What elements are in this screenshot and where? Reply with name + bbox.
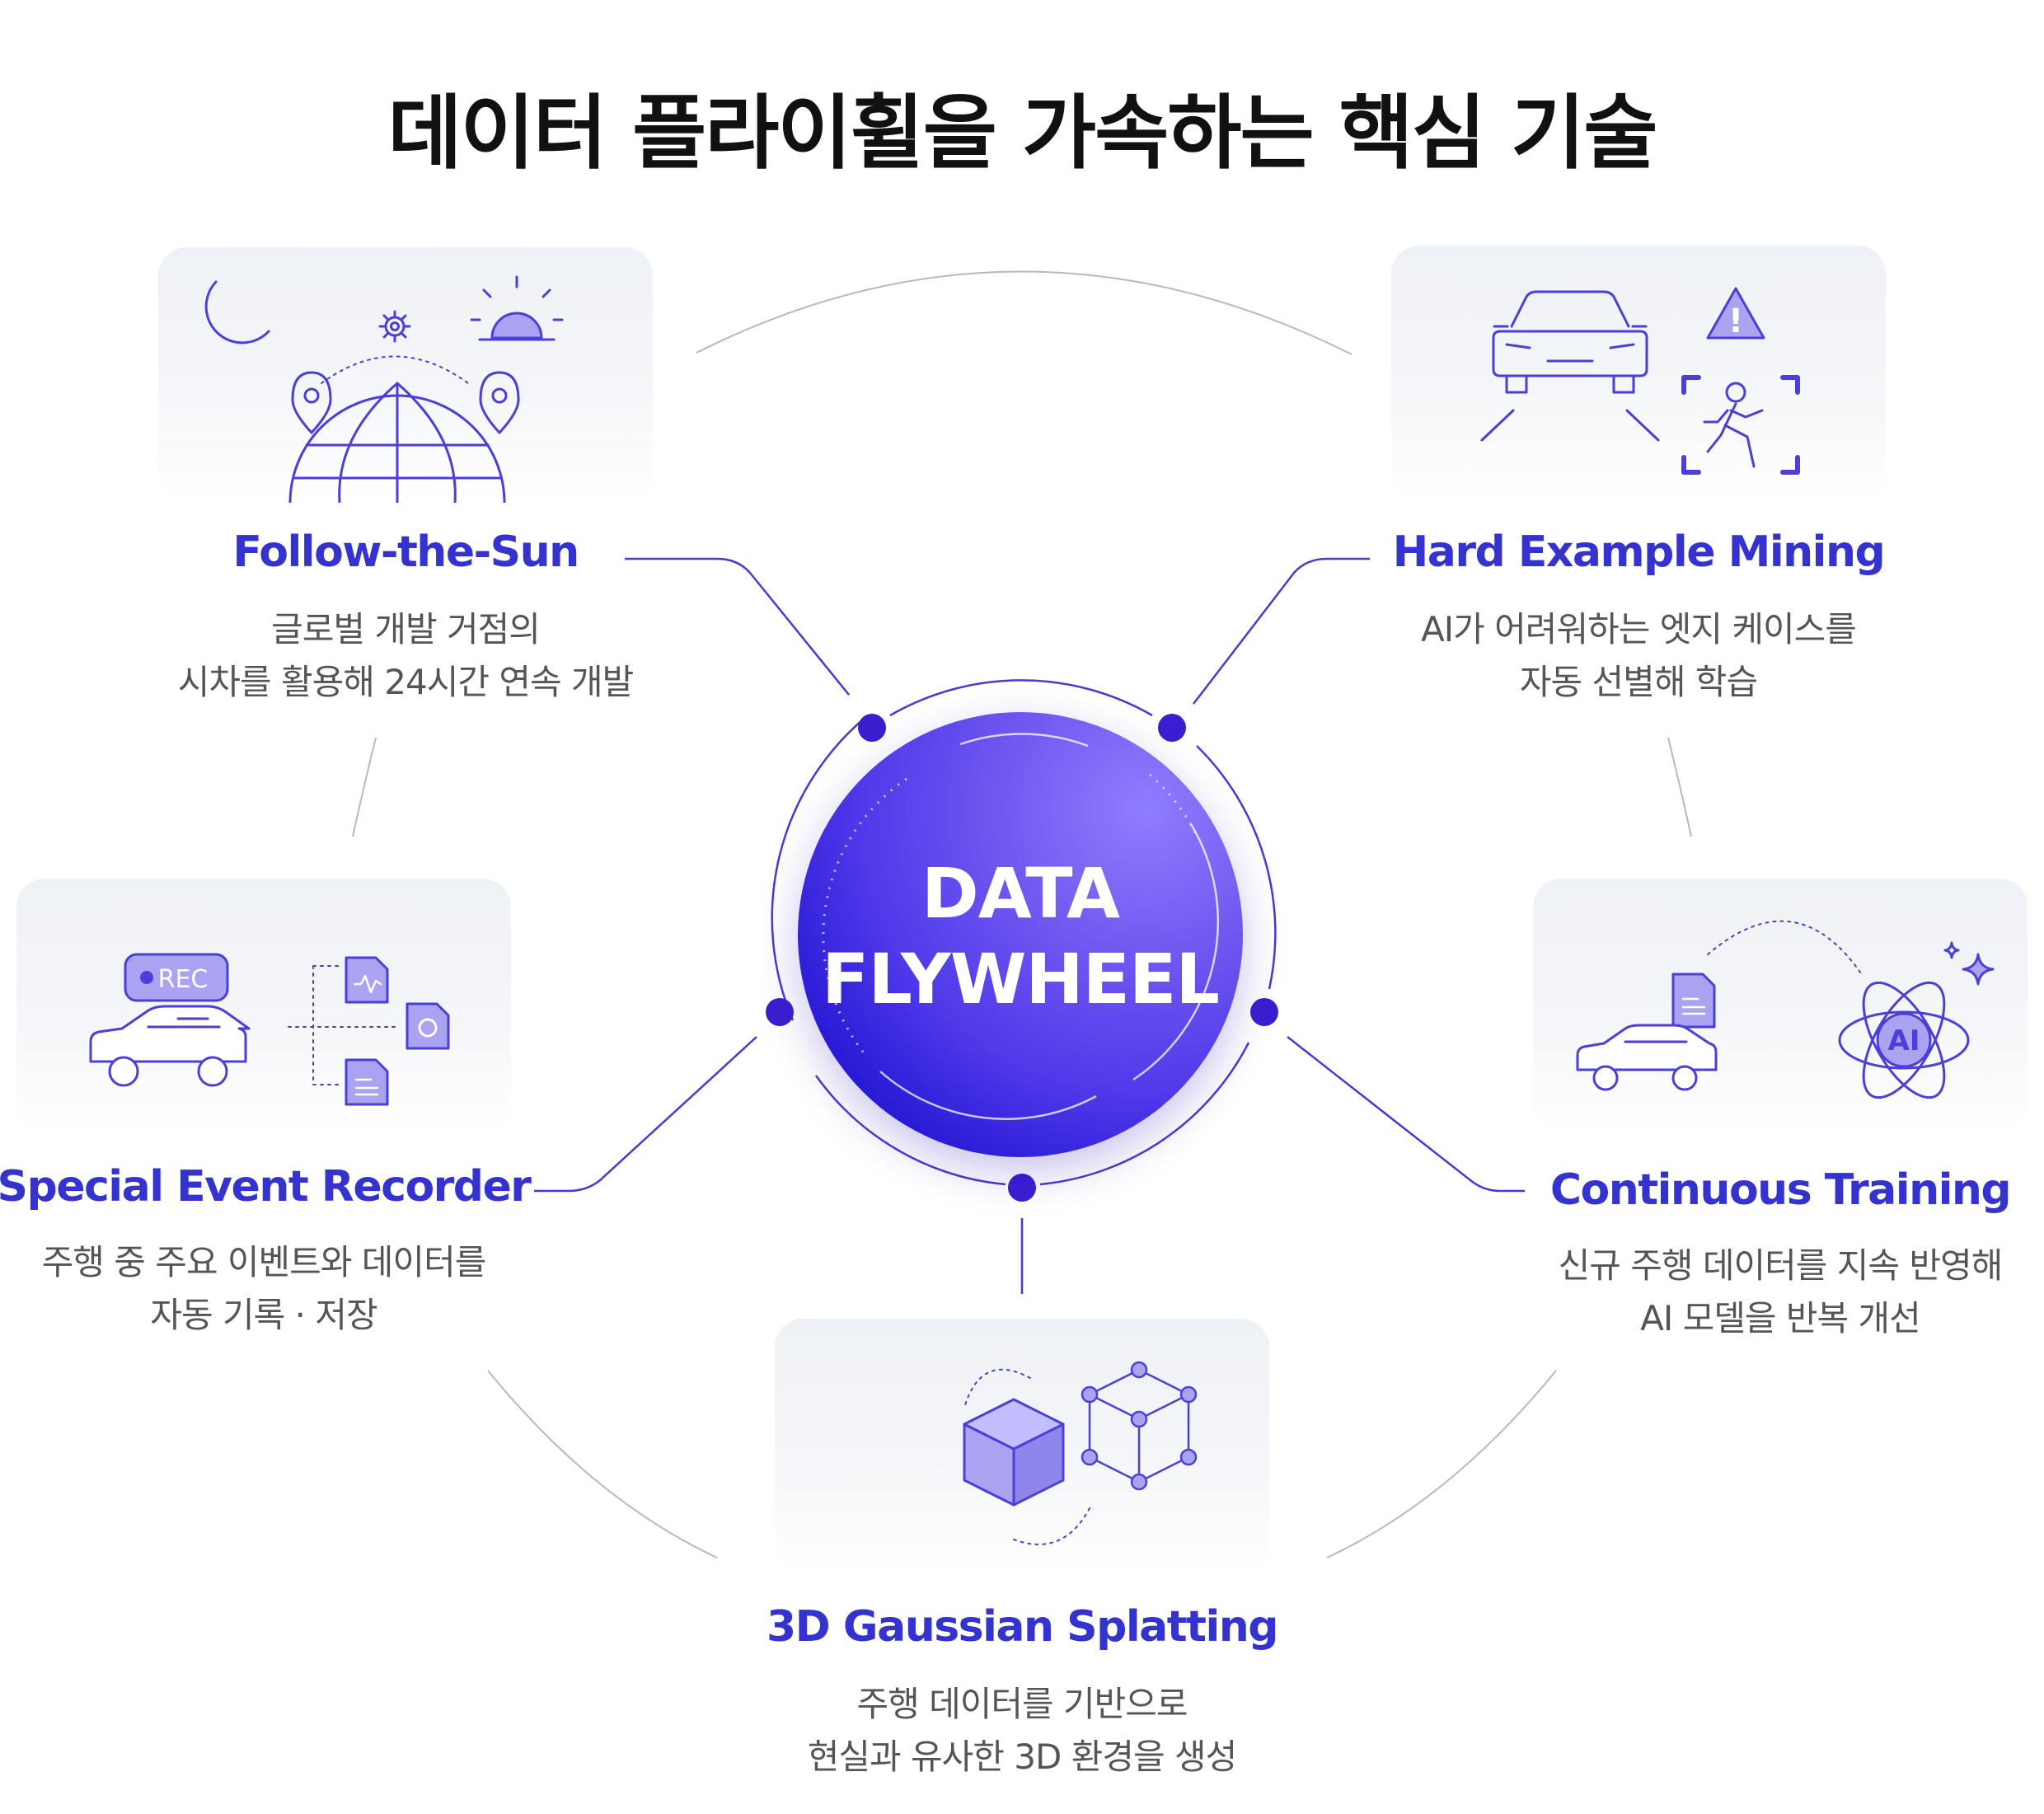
hub-inner-arc-bottom <box>879 1071 1097 1120</box>
hard-example-mining-desc-line1: AI가 어려워하는 엣지 케이스를 <box>1421 609 1857 649</box>
hub-dot-right <box>1250 998 1278 1026</box>
continuous-training-label: Continuous Training <box>1549 1165 2012 1215</box>
data-branch-lines <box>288 965 396 1085</box>
rec-badge-icon: REC <box>124 953 229 1002</box>
outer-ring-arc-top <box>696 270 1353 355</box>
hub-title-line1: DATA <box>921 853 1120 934</box>
hub-inner-dotted-top-right <box>1149 773 1197 833</box>
continuous-training-card: AI <box>1533 879 2028 1134</box>
document-file-icon <box>345 1058 389 1106</box>
rec-label: REC <box>158 965 209 994</box>
gaussian-splatting-description: 주행 데이터를 기반으로 현실과 유사한 3D 환경을 생성 <box>734 1678 1310 1784</box>
hub-title-line2: FLYWHEEL <box>822 939 1220 1019</box>
connector-continuous-training <box>1287 1036 1525 1193</box>
outer-ring-arc-left <box>352 737 377 837</box>
hub-inner-arc-top <box>959 733 1089 748</box>
sparkle-icon <box>1943 941 1995 986</box>
image-file-icon <box>406 1002 450 1050</box>
hub-inner-arc-right <box>1132 823 1220 1081</box>
follow-the-sun-card <box>158 247 653 503</box>
wireframe-cube-icon <box>1081 1361 1198 1491</box>
hub-dot-top-right <box>1158 714 1186 742</box>
special-event-recorder-label: Special Event Recorder <box>0 1162 532 1212</box>
hub-inner-dotted-left <box>822 777 907 1056</box>
solid-cube-icon <box>963 1398 1065 1507</box>
hub-dot-bottom <box>1008 1174 1036 1202</box>
continuous-training-desc-line1: 신규 주행 데이터를 지속 반영해 <box>1558 1245 2004 1286</box>
follow-the-sun-desc-line1: 글로벌 개발 거점의 <box>271 609 541 649</box>
ai-label: AI <box>1888 1024 1920 1057</box>
connector-special-event-recorder <box>534 1036 757 1193</box>
gaussian-splatting-label: 3D Gaussian Splatting <box>766 1602 1279 1652</box>
hard-example-mining-card: ! <box>1391 246 1886 501</box>
moon-icon <box>204 280 270 345</box>
page-title: 데이터 플라이휠을 가속하는 핵심 기술 <box>387 87 1657 180</box>
outer-ring-arc-bottom-left <box>487 1370 718 1559</box>
pedestrian-detection-icon <box>1681 375 1800 475</box>
update-arc <box>1707 920 1864 977</box>
gaussian-splatting-desc-line2: 현실과 유사한 3D 환경을 생성 <box>807 1737 1238 1777</box>
warning-mark: ! <box>1728 302 1743 340</box>
hub-title: DATA FLYWHEEL <box>798 851 1243 1022</box>
ai-atom-icon: AI <box>1838 981 1970 1099</box>
car-front-icon <box>1480 290 1660 442</box>
conversion-arc-top <box>963 1368 1031 1409</box>
gaussian-splatting-desc-line1: 주행 데이터를 기반으로 <box>856 1684 1188 1724</box>
hub-dot-top-left <box>858 714 886 742</box>
special-event-recorder-desc-line2: 자동 기록 · 저장 <box>150 1295 377 1335</box>
warning-icon: ! <box>1706 287 1765 340</box>
gaussian-splatting-card <box>775 1319 1269 1574</box>
connector-follow-the-sun <box>625 557 850 696</box>
special-event-recorder-desc-line1: 주행 중 주요 이벤트와 데이터를 <box>41 1242 487 1282</box>
location-pin-icon <box>291 371 520 434</box>
globe-icon <box>288 382 506 503</box>
follow-the-sun-description: 글로벌 개발 거점의 시차를 활용해 24시간 연속 개발 <box>117 603 694 709</box>
connector-hard-example-mining <box>1193 557 1370 705</box>
waveform-file-icon <box>345 956 389 1004</box>
gear-icon <box>378 310 411 343</box>
continuous-training-description: 신규 주행 데이터를 지속 반영해 AI 모델을 반복 개선 <box>1492 1240 2044 1345</box>
special-event-recorder-description: 주행 중 주요 이벤트와 데이터를 자동 기록 · 저장 <box>0 1236 552 1342</box>
sun-icon <box>470 275 564 341</box>
outer-ring-arc-right <box>1667 737 1692 837</box>
car-icon <box>89 1005 251 1087</box>
hard-example-mining-description: AI가 어려워하는 엣지 케이스를 자동 선별해 학습 <box>1350 603 1927 709</box>
data-flywheel-hub <box>798 712 1243 1157</box>
conversion-arc-bottom <box>1013 1507 1090 1545</box>
outer-ring-arc-bottom-right <box>1326 1370 1557 1559</box>
transfer-arc <box>321 355 469 384</box>
hard-example-mining-desc-line2: 자동 선별해 학습 <box>1519 662 1758 702</box>
follow-the-sun-desc-line2: 시차를 활용해 24시간 연속 개발 <box>177 662 635 702</box>
hub-outer-ring <box>771 679 1277 1186</box>
hard-example-mining-label: Hard Example Mining <box>1392 527 1886 577</box>
hub-dot-left <box>766 998 794 1026</box>
continuous-training-desc-line2: AI 모델을 반복 개선 <box>1640 1298 1921 1338</box>
car-icon <box>1576 1024 1718 1091</box>
follow-the-sun-label: Follow-the-Sun <box>232 527 579 577</box>
special-event-recorder-card: REC <box>16 879 511 1134</box>
document-file-icon <box>1671 973 1716 1029</box>
